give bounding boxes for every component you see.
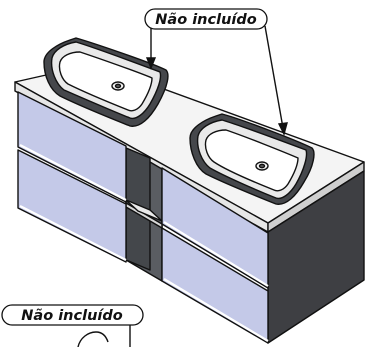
faucet-circle-icon	[77, 331, 109, 347]
basin-right-drain-hole	[258, 163, 266, 169]
open-niche	[125, 147, 163, 282]
drawer-right-lower	[161, 227, 269, 344]
basin-left-icon	[43, 37, 169, 127]
basin-left-inner	[58, 51, 153, 112]
callout-bottom-frame	[1, 304, 144, 326]
leader-right	[264, 25, 284, 129]
callout-top: Não incluído	[144, 8, 268, 30]
drawer-left-upper	[17, 91, 127, 203]
drawer-right-upper-handle	[163, 221, 269, 287]
basin-right-inner	[204, 129, 299, 192]
leader-left-arrowhead	[145, 57, 157, 70]
drawer-left-upper-handle	[19, 144, 127, 201]
callout-bottom-label: Não incluído	[21, 308, 122, 324]
callout-top-frame	[144, 8, 268, 30]
drawer-right-lower-handle	[163, 278, 269, 342]
drawer-left-lower-handle	[19, 205, 127, 261]
drawer-right-upper	[161, 167, 269, 289]
drawer-left-lower	[17, 149, 127, 263]
callout-top-label: Não incluído	[155, 12, 256, 28]
leader-right-arrowhead	[277, 122, 288, 136]
vanity-cabinet	[14, 63, 365, 344]
callout-bottom: Não incluído	[1, 304, 144, 326]
basin-left-drain-hole	[114, 83, 122, 89]
basin-right-icon	[189, 113, 315, 205]
